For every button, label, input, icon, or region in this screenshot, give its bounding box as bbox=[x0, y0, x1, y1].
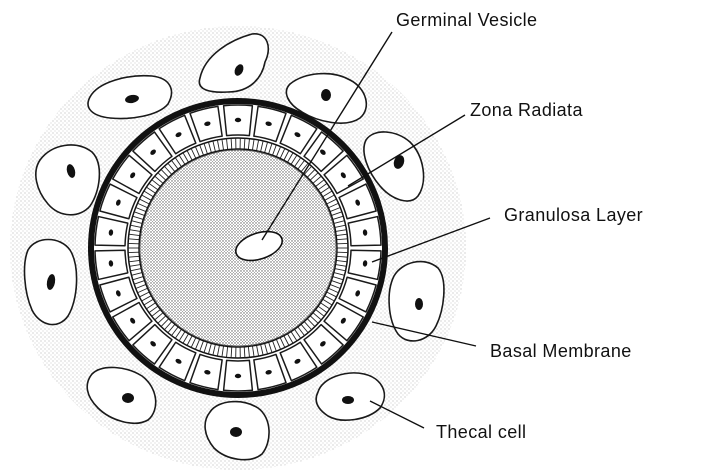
label-granulosa-layer: Granulosa Layer bbox=[504, 205, 643, 225]
label-zona-radiata: Zona Radiata bbox=[470, 100, 583, 120]
granulosa-nucleus bbox=[235, 374, 241, 378]
granulosa-nucleus bbox=[235, 118, 241, 122]
label-thecal-cell: Thecal cell bbox=[436, 422, 526, 442]
thecal-cell bbox=[25, 240, 77, 325]
thecal-cell bbox=[316, 373, 384, 420]
label-basal-membrane: Basal Membrane bbox=[490, 341, 632, 361]
label-germinal-vesicle: Germinal Vesicle bbox=[396, 10, 537, 30]
